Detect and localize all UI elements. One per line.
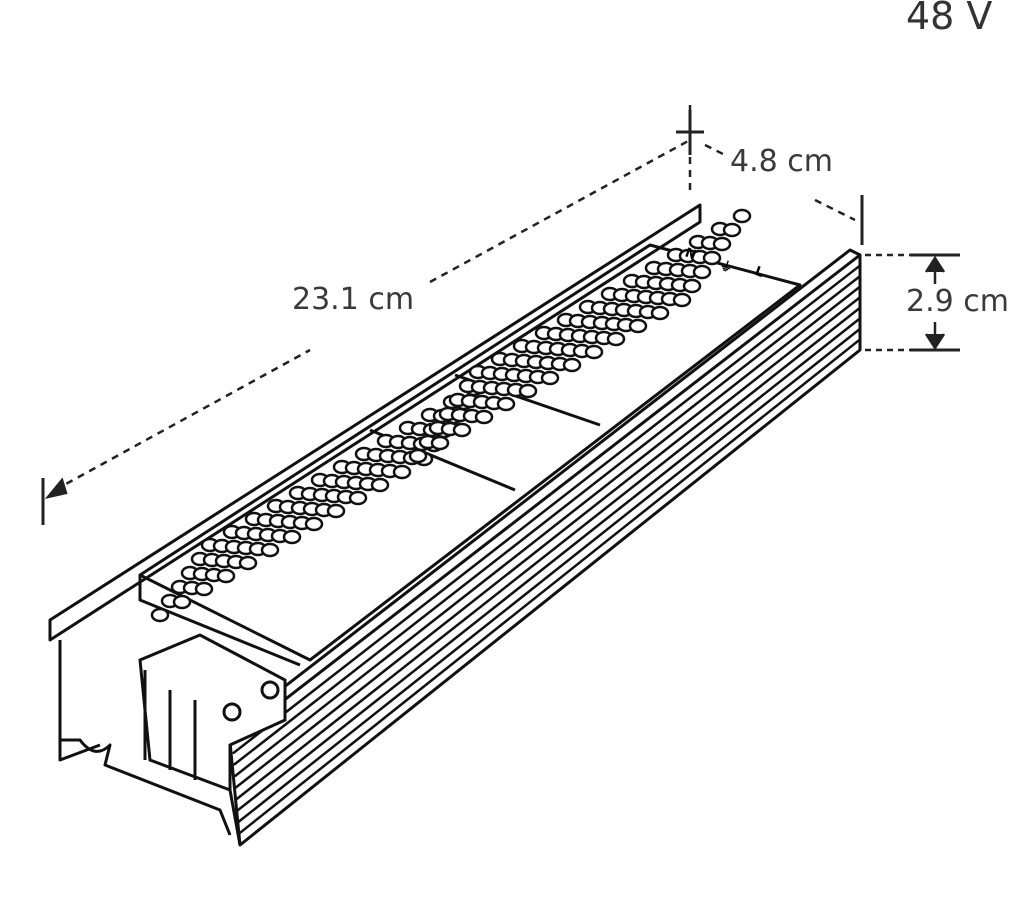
length-dimension-line (54, 138, 691, 492)
ventilation-holes (150, 208, 752, 623)
vent-hole (702, 250, 722, 266)
vent-hole (628, 318, 648, 334)
voltage-title: 48 V (906, 0, 993, 38)
heat-sink-rib (233, 285, 861, 778)
vent-hole (562, 357, 582, 373)
vent-hole (584, 344, 604, 360)
vent-hole (692, 264, 712, 280)
vent-hole (732, 208, 752, 224)
heat-sink-rib (236, 317, 861, 812)
vent-hole (722, 222, 742, 238)
vent-hole (392, 464, 412, 480)
terminal-screw-icon (222, 702, 242, 722)
vent-hole (150, 607, 170, 623)
front-face (228, 253, 862, 847)
vent-hole (712, 236, 732, 252)
length-label: 23.1 cm (292, 282, 415, 317)
terminal-block (138, 633, 287, 793)
vent-hole (540, 370, 560, 386)
vent-hole (496, 396, 516, 412)
width-label: 4.8 cm (730, 144, 833, 179)
heat-sink-rib (232, 264, 861, 755)
front-top-lip (221, 248, 861, 737)
vent-hole (452, 422, 472, 438)
width-dimension-line (704, 143, 856, 222)
back-wall (48, 203, 702, 642)
heat-sink-rib (238, 338, 861, 835)
heat-sink-rib (235, 306, 861, 801)
panel-inner-left (138, 575, 301, 667)
vent-hole (408, 448, 428, 464)
vent-hole (474, 409, 494, 425)
back-wall-inner (58, 640, 101, 762)
vent-hole (260, 542, 280, 558)
vent-hole (606, 331, 626, 347)
vent-hole (304, 516, 324, 532)
vent-hole (282, 529, 302, 545)
heat-sink-rib (234, 296, 861, 789)
vent-hole (370, 477, 390, 493)
height-arrows (924, 255, 946, 351)
top-panel (138, 243, 802, 662)
vent-hole (650, 305, 670, 321)
heat-sink-rib (237, 327, 861, 824)
vent-hole (672, 292, 692, 308)
vent-hole (194, 581, 214, 597)
vent-hole (238, 555, 258, 571)
vent-hole (430, 435, 450, 451)
heat-sink-ribs (232, 264, 861, 835)
vent-hole (172, 594, 192, 610)
vent-hole (682, 278, 702, 294)
terminal-screw-icon (260, 680, 280, 700)
vent-hole (518, 383, 538, 399)
height-label: 2.9 cm (906, 284, 1009, 319)
vent-hole (326, 503, 346, 519)
base-flange (60, 738, 232, 836)
heat-sink-rib (233, 275, 861, 766)
dimension-lines (41, 105, 960, 525)
vent-hole (216, 568, 236, 584)
vent-hole (348, 490, 368, 506)
